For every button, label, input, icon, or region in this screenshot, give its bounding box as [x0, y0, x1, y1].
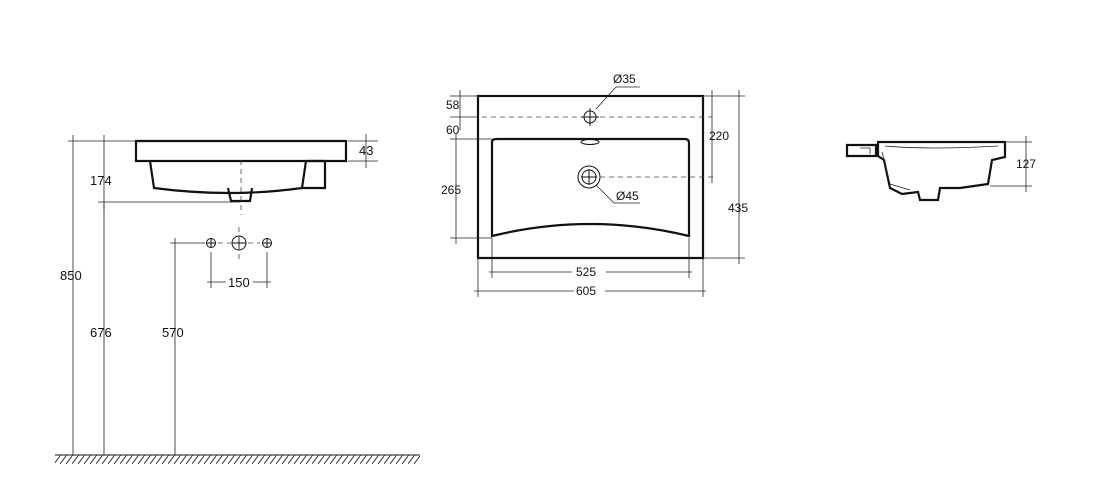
dim-265: 265	[441, 133, 492, 244]
dim-174-label: 174	[90, 173, 112, 188]
dim-220: 220	[703, 90, 745, 183]
dim-150: 150	[207, 252, 271, 290]
drain-label: Ø45	[616, 189, 639, 203]
dim-43-label: 43	[359, 143, 373, 158]
top-view: Ø35 Ø45 58 60 265	[441, 72, 748, 298]
dim-676-label: 676	[90, 325, 112, 340]
section-outline	[876, 140, 1007, 202]
dim-58-label: 58	[446, 98, 460, 112]
dim-150-label: 150	[228, 275, 250, 290]
water-connections	[206, 227, 272, 260]
side-view: 43 850 174 676 570	[55, 134, 420, 464]
dim-60-label: 60	[446, 123, 460, 137]
dim-60: 60	[446, 123, 460, 137]
dim-676: 676	[90, 202, 112, 455]
section-view: 127	[845, 136, 1036, 202]
dim-570-label: 570	[162, 325, 184, 340]
bowl-outline	[490, 137, 691, 238]
dim-850-label: 850	[60, 268, 82, 283]
tap-hole-label: Ø35	[613, 72, 636, 86]
dim-570: 570	[162, 238, 205, 455]
dim-58: 58	[446, 90, 478, 130]
floor-hatch	[55, 455, 420, 464]
drain-hole: Ø45	[577, 165, 714, 204]
dim-265-label: 265	[441, 183, 461, 197]
tap-hole: Ø35	[482, 72, 712, 126]
dim-435-label: 435	[728, 201, 748, 215]
dim-127-label: 127	[1016, 157, 1036, 171]
dim-174: 174	[90, 135, 240, 210]
dim-605: 605	[474, 258, 706, 298]
overflow-slot	[580, 139, 600, 145]
dim-525: 525	[489, 238, 692, 279]
dim-127: 127	[990, 136, 1036, 192]
dim-220-label: 220	[709, 129, 729, 143]
dim-43: 43	[348, 134, 378, 168]
dim-605-label: 605	[576, 284, 596, 298]
basin-side-profile	[134, 139, 348, 215]
dim-525-label: 525	[576, 265, 596, 279]
dim-435: 435	[703, 90, 748, 264]
dim-850: 850	[60, 135, 136, 455]
